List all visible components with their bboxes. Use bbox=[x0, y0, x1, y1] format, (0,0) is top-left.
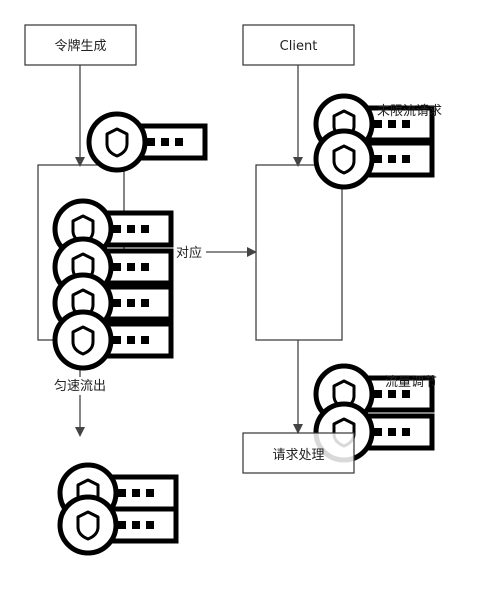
token-key-top bbox=[86, 111, 208, 173]
process-label: 请求处理 bbox=[272, 448, 324, 463]
request-queue-frame bbox=[255, 164, 343, 341]
client-box bbox=[242, 24, 355, 66]
unlimited-request-key-2 bbox=[313, 128, 435, 190]
uniform-out-label: 匀速流出 bbox=[54, 379, 106, 394]
bucket-key-4 bbox=[52, 309, 174, 371]
client-label: Client bbox=[280, 39, 318, 54]
rate-limited-label: 流量调节 bbox=[385, 375, 437, 390]
uniform-out-label-bg bbox=[52, 377, 108, 395]
keys-layer bbox=[52, 93, 435, 556]
process-box bbox=[242, 432, 355, 474]
output-key-2 bbox=[57, 494, 179, 556]
unlimited-label: 未限流请求 bbox=[377, 104, 442, 119]
match-label-bg bbox=[172, 243, 206, 261]
match-label: 对应 bbox=[176, 245, 202, 261]
token-gen-label: 令牌生成 bbox=[54, 38, 106, 54]
